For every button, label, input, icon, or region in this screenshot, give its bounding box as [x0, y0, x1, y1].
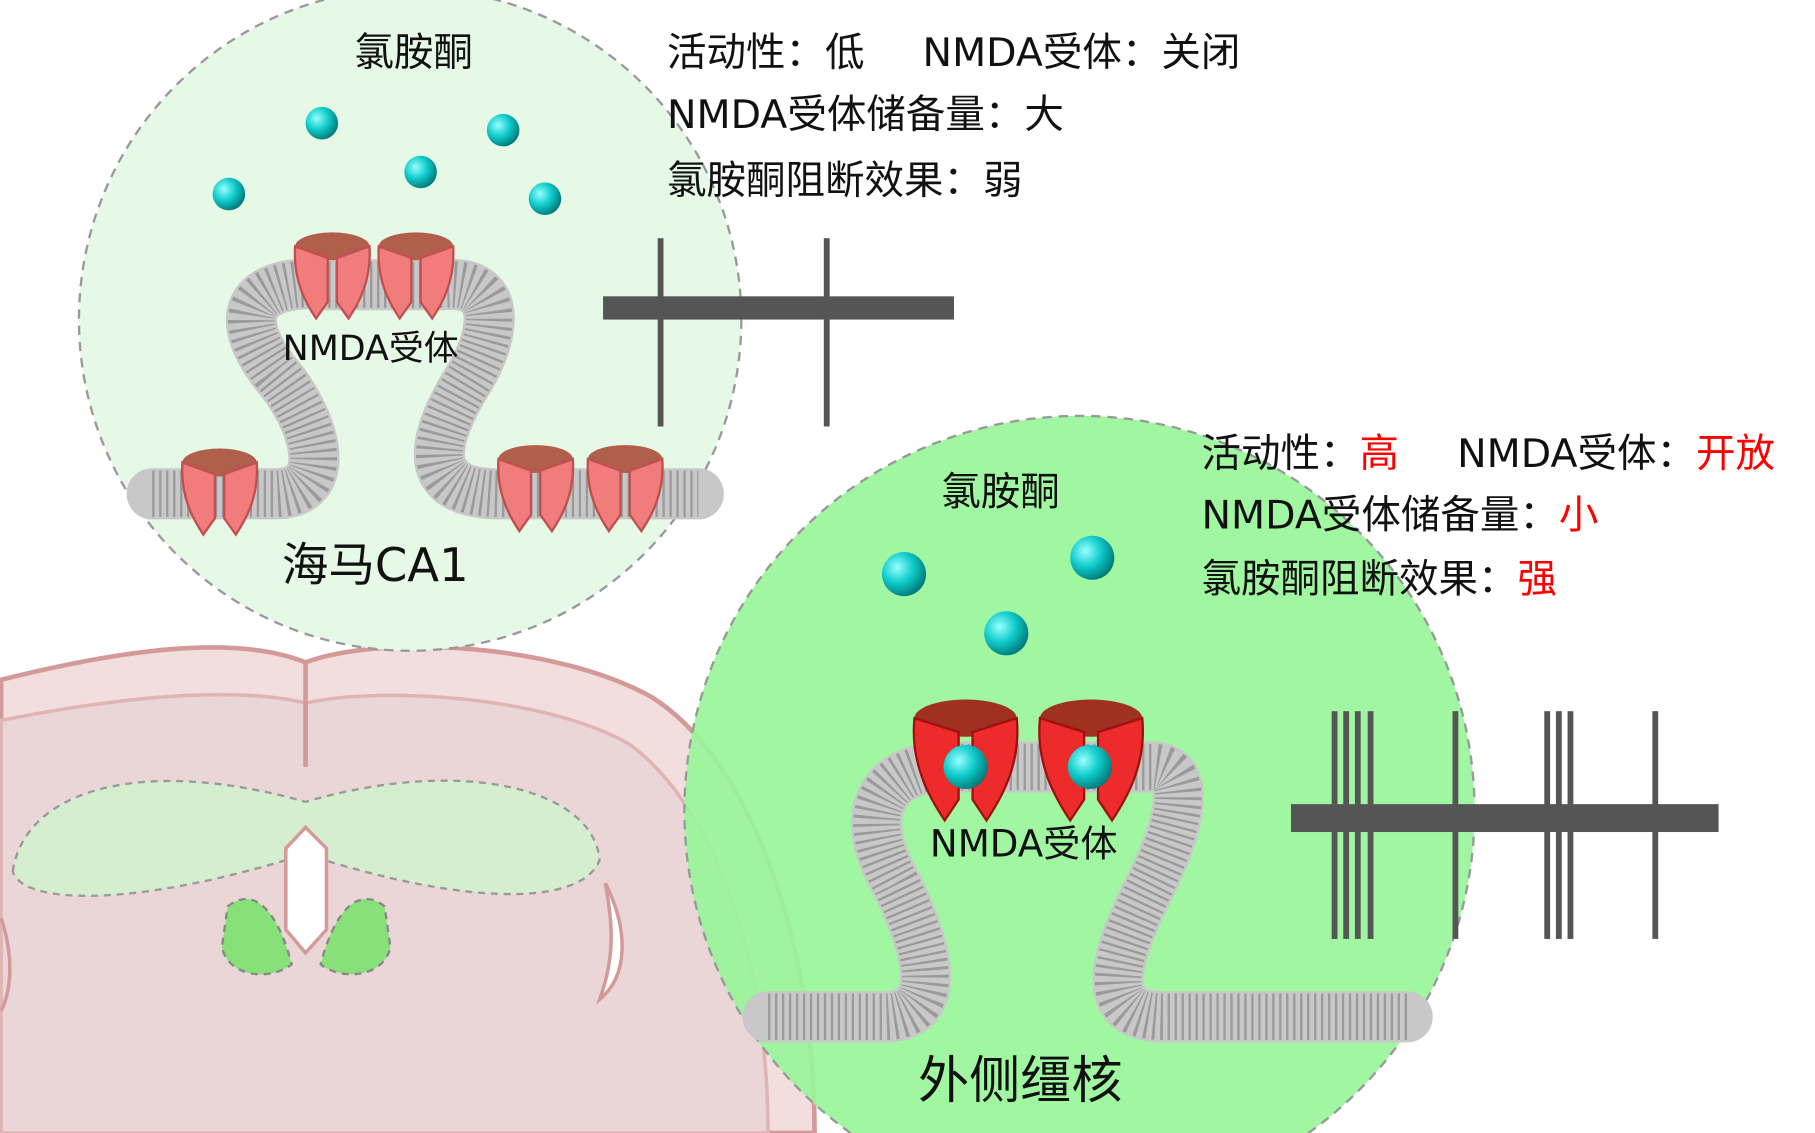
spike-trace-low	[603, 238, 954, 427]
svg-text:氯胺酮阻断效果：弱: 氯胺酮阻断效果：弱	[667, 158, 1023, 204]
svg-text:NMDA受体储备量：大: NMDA受体储备量：大	[667, 92, 1064, 138]
lateral-habenula-panel: 氯胺酮 NMDA受体 外侧缰核	[683, 414, 1476, 1133]
hippocampus-ca1-panel: 氯胺酮 NMDA受体 海马CA1	[77, 0, 743, 652]
ketamine-molecules	[881, 535, 1115, 790]
panel-circle-outline	[683, 414, 1476, 1133]
region-label: 海马CA1	[282, 538, 469, 592]
region-label: 外侧缰核	[918, 1052, 1123, 1111]
ketamine-molecules	[212, 106, 562, 215]
drug-label: 氯胺酮	[354, 30, 472, 76]
spike-trace-high	[1290, 711, 1719, 939]
receptor-label: NMDA受体	[930, 821, 1118, 865]
lateral-habenula-left	[220, 897, 293, 976]
svg-text:氯胺酮阻断效果：强: 氯胺酮阻断效果：强	[1201, 557, 1557, 603]
lateral-habenula-right	[319, 897, 392, 976]
svg-text:NMDA受体储备量：小: NMDA受体储备量：小	[1201, 493, 1598, 539]
drug-label: 氯胺酮	[941, 469, 1060, 515]
receptor-label: NMDA受体	[283, 329, 459, 369]
